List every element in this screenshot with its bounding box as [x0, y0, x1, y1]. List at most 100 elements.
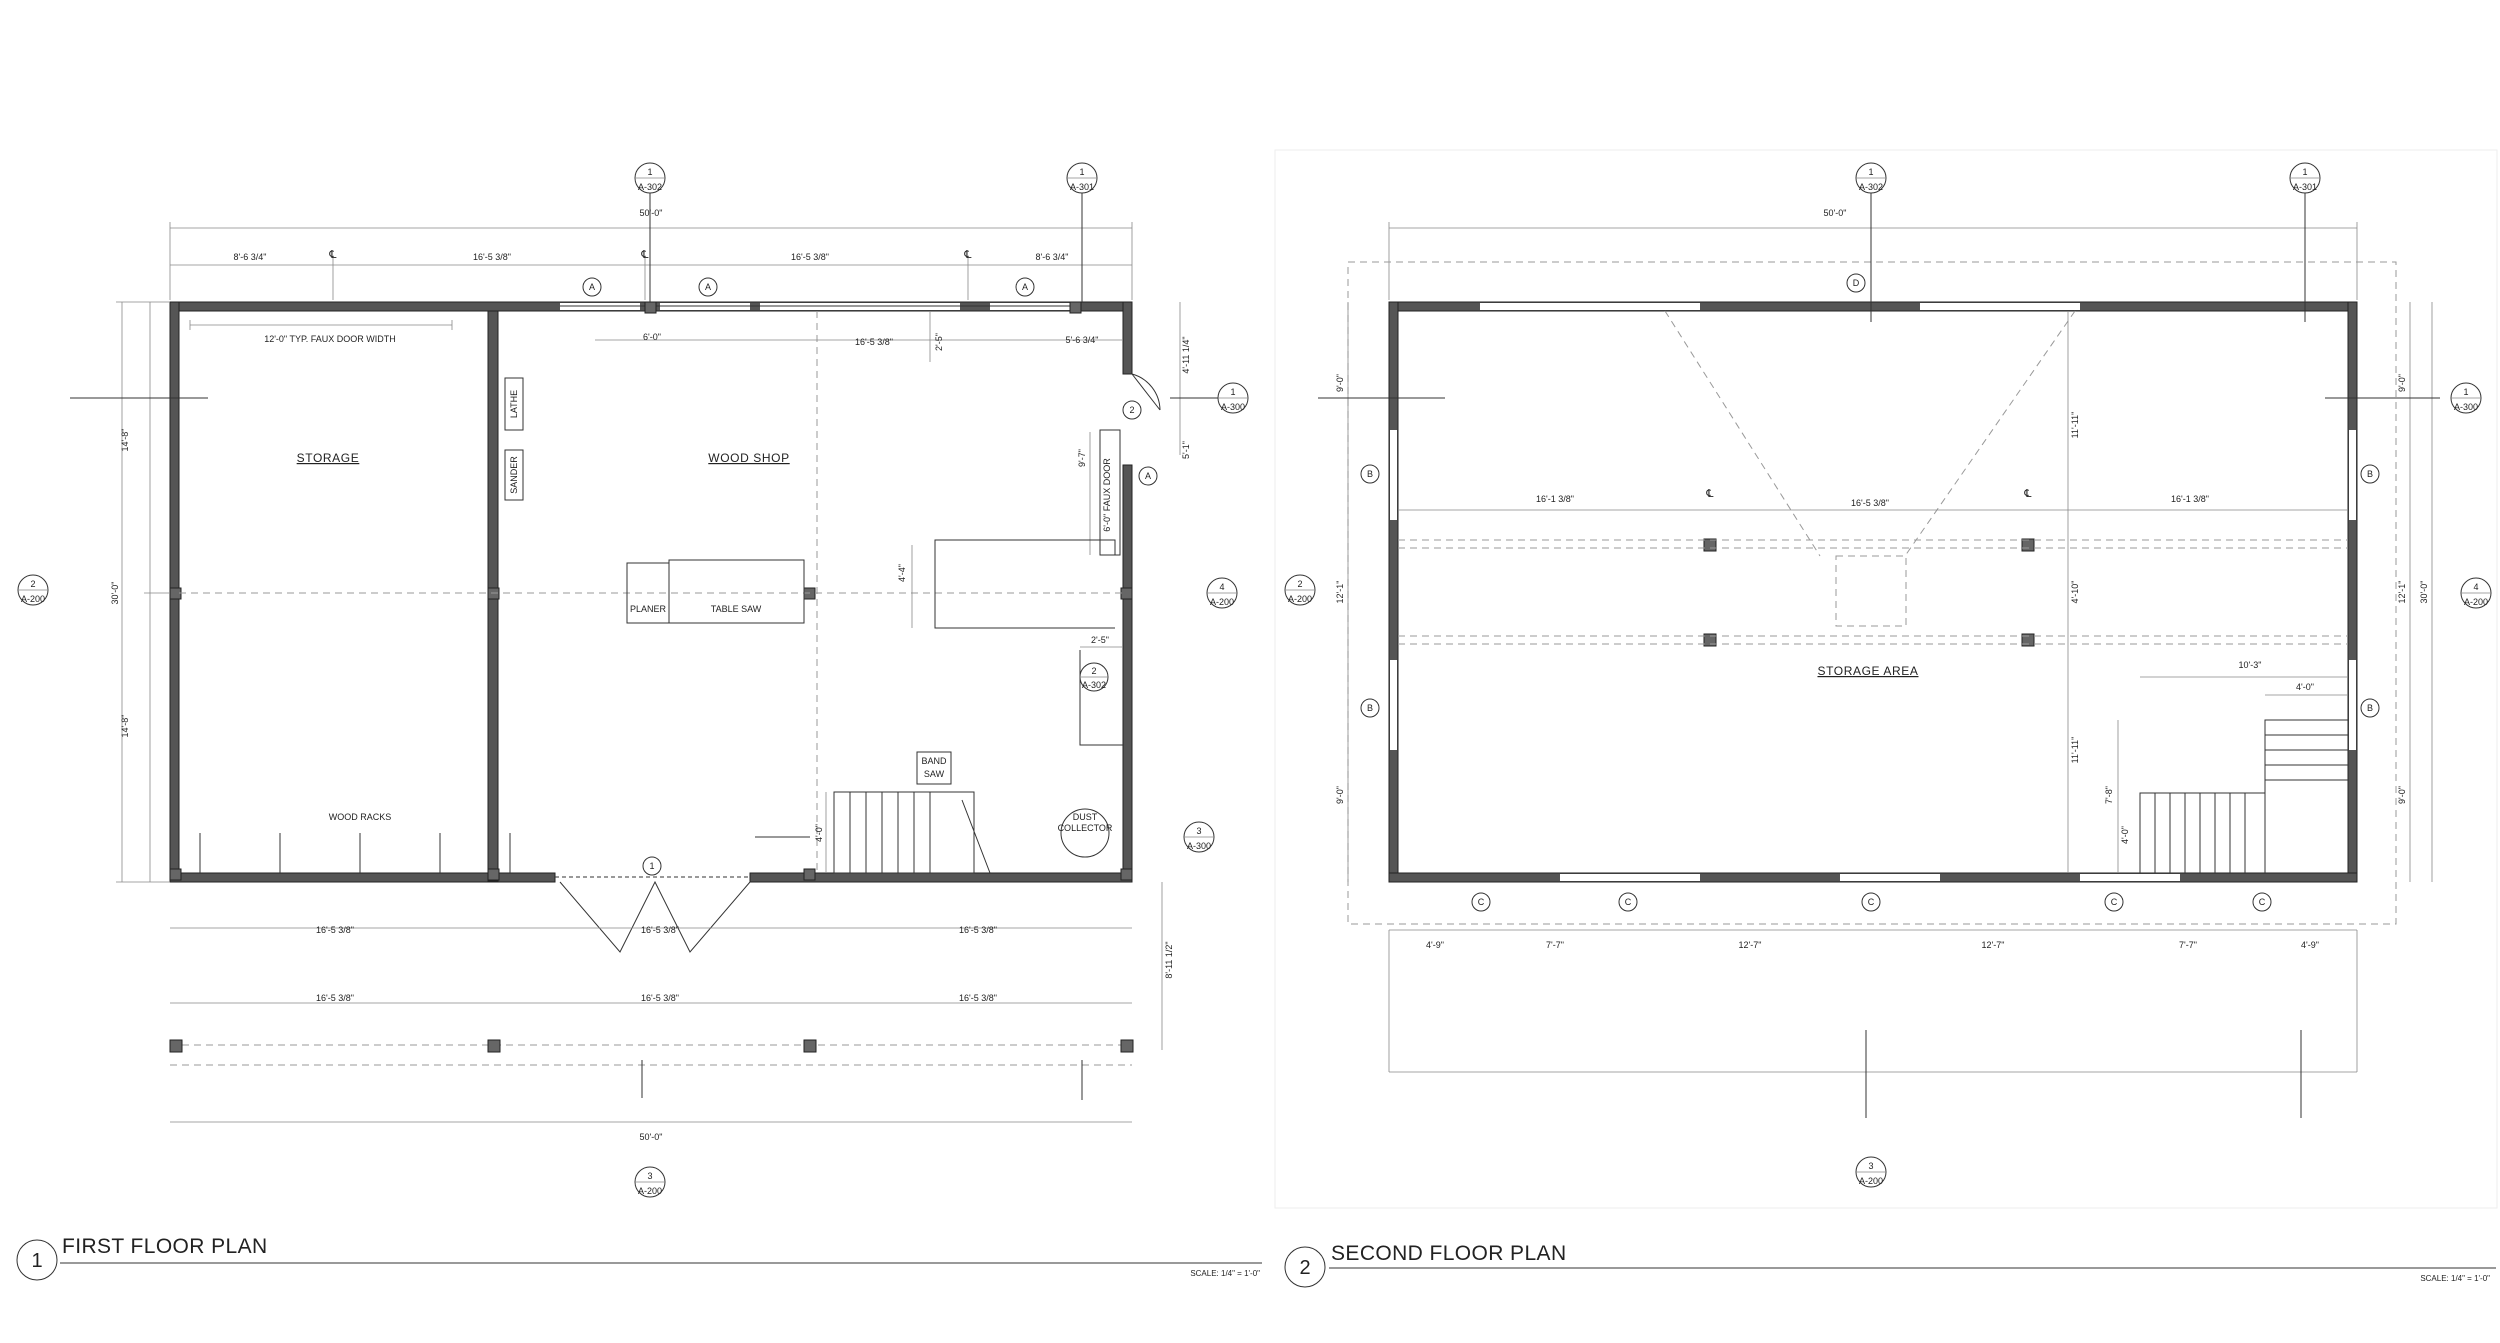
section-marker: 1 A-300: [2450, 382, 2482, 414]
section-marker: 3 A-200: [634, 1166, 666, 1198]
svg-text:A-302: A-302: [1082, 680, 1106, 690]
dim-bot-c-2: 12'-7": [1739, 940, 1762, 950]
label-table-saw: TABLE SAW: [711, 604, 762, 614]
sander-equipment: [504, 449, 524, 501]
dim-shop-h: 2'-5": [1091, 635, 1109, 645]
wall-tag-b: B B B B: [1360, 464, 2380, 718]
centerline-mark: ℄: [963, 249, 971, 261]
svg-text:A-300: A-300: [1187, 841, 1211, 851]
svg-text:C: C: [1625, 897, 1632, 907]
svg-text:B: B: [1367, 703, 1373, 713]
dim-stair-h2: 4'-0": [2296, 682, 2314, 692]
dim-porch-a: 16'-5 3/8": [316, 993, 354, 1003]
dim-overall-bottom: 50'-0": [640, 1132, 663, 1142]
svg-text:4: 4: [1219, 582, 1224, 592]
dim-hatch-v3: 11'-11": [2070, 737, 2080, 764]
dim-top-c: 16'-5 3/8": [791, 252, 829, 262]
svg-text:1: 1: [1230, 387, 1235, 397]
dim-bot-a: 16'-5 3/8": [316, 925, 354, 935]
label-dust-1: DUST: [1073, 812, 1098, 822]
svg-text:A-300: A-300: [2454, 402, 2478, 412]
dust-collector-equipment: [1060, 808, 1110, 858]
tag-door-2: 2: [1129, 405, 1134, 415]
svg-text:A-301: A-301: [1070, 182, 1094, 192]
room-wood-shop: WOOD SHOP: [708, 451, 789, 465]
section-marker: 4 A-200: [2460, 577, 2492, 609]
plan-scale-2: SCALE: 1/4" = 1'-0": [2420, 1274, 2490, 1283]
dim-left-a: 14'-8": [120, 429, 130, 452]
svg-text:C: C: [2111, 897, 2118, 907]
dim-right-total-2: 30'-0": [2419, 581, 2429, 604]
svg-text:C: C: [1478, 897, 1485, 907]
dim-hatch-v1: 11'-11": [2070, 412, 2080, 439]
dim-left-total: 30'-0": [110, 582, 120, 605]
svg-text:B: B: [2367, 469, 2373, 479]
section-marker: 3 A-300: [1183, 821, 1215, 853]
second-floor-plan: 50'-0" 16'-1 3/8" 16'-5 3/8": [1274, 149, 2498, 1288]
dim-right-c-2: 9'-0": [2397, 786, 2407, 804]
svg-text:1: 1: [647, 167, 652, 177]
svg-text:4: 4: [2473, 582, 2478, 592]
label-planer: PLANER: [630, 604, 667, 614]
label-band-saw-2: SAW: [924, 769, 945, 779]
svg-text:2: 2: [30, 579, 35, 589]
dim-right-a-2: 9'-0": [2397, 374, 2407, 392]
dim-bot-a-2: 4'-9": [1426, 940, 1444, 950]
dim-mid-a: 16'-1 3/8": [1536, 494, 1574, 504]
wall-tag-a: A A A A: [582, 277, 1158, 486]
svg-text:3: 3: [647, 1171, 652, 1181]
dim-top-b: 16'-5 3/8": [473, 252, 511, 262]
dim-hatch-v2: 4'-10": [2070, 581, 2080, 604]
label-faux-door: 6'-0" FAUX DOOR: [1102, 458, 1112, 532]
svg-text:A: A: [705, 282, 711, 292]
stair: [833, 791, 975, 874]
section-marker: 1 A-302: [1855, 162, 1887, 194]
plan-title-1: FIRST FLOOR PLAN: [62, 1235, 268, 1258]
dim-overall-top: 50'-0": [640, 208, 663, 218]
dim-bot-f-2: 4'-9": [2301, 940, 2319, 950]
section-marker: 1 A-300: [1217, 382, 1249, 414]
dim-bot-b-2: 7'-7": [1546, 940, 1564, 950]
dim-stair-h1: 10'-3": [2239, 660, 2262, 670]
plan-scale-1: SCALE: 1/4" = 1'-0": [1190, 1269, 1260, 1278]
dim-bot-c: 16'-5 3/8": [959, 925, 997, 935]
plan-number-2: 2: [1299, 1257, 1310, 1279]
faux-door-note: 12'-0" TYP. FAUX DOOR WIDTH: [264, 334, 396, 344]
svg-text:A-200: A-200: [1288, 594, 1312, 604]
svg-text:A-302: A-302: [1859, 182, 1883, 192]
svg-text:3: 3: [1868, 1161, 1873, 1171]
centerline-mark: ℄: [1705, 488, 1713, 500]
section-marker: 2 A-302: [1079, 662, 1109, 692]
dim-right-porch: 8'-11 1/2": [1164, 941, 1174, 978]
dim-shop-v1: 9'-7": [1077, 449, 1087, 467]
centerline-mark: ℄: [640, 249, 648, 261]
svg-text:C: C: [1868, 897, 1875, 907]
section-marker: 1 A-302: [634, 162, 666, 194]
label-dust-2: COLLECTOR: [1058, 823, 1113, 833]
svg-text:A: A: [589, 282, 595, 292]
dim-inner-b: 16'-5 3/8": [855, 337, 893, 347]
svg-text:B: B: [2367, 703, 2373, 713]
dim-mid-c: 16'-1 3/8": [2171, 494, 2209, 504]
room-storage: STORAGE: [297, 451, 360, 465]
first-floor-plan: 50'-0" 8'-6 3/4" 16'-5 3/8" 16'-5 3/8" 8…: [16, 162, 1262, 1281]
dim-top-d: 8'-6 3/4": [1036, 252, 1069, 262]
svg-text:A-300: A-300: [1221, 402, 1245, 412]
plan-number-1: 1: [31, 1250, 42, 1272]
dim-bot-d-2: 12'-7": [1982, 940, 2005, 950]
svg-text:A-200: A-200: [21, 594, 45, 604]
dim-left-b: 14'-8": [120, 715, 130, 738]
dim-overall-top-2: 50'-0": [1824, 208, 1847, 218]
dim-right-b: 5'-1": [1181, 441, 1191, 459]
label-lathe: LATHE: [509, 390, 519, 418]
svg-text:3: 3: [1196, 826, 1201, 836]
tag-door-1: 1: [649, 861, 654, 871]
svg-text:A-302: A-302: [638, 182, 662, 192]
svg-text:1: 1: [1079, 167, 1084, 177]
section-marker: 4 A-200: [1206, 577, 1238, 609]
dim-inner-v: 2'-5": [934, 333, 944, 351]
dim-mid-b: 16'-5 3/8": [1851, 498, 1889, 508]
svg-text:A: A: [1022, 282, 1028, 292]
section-marker: 3 A-200: [1855, 1156, 1887, 1188]
